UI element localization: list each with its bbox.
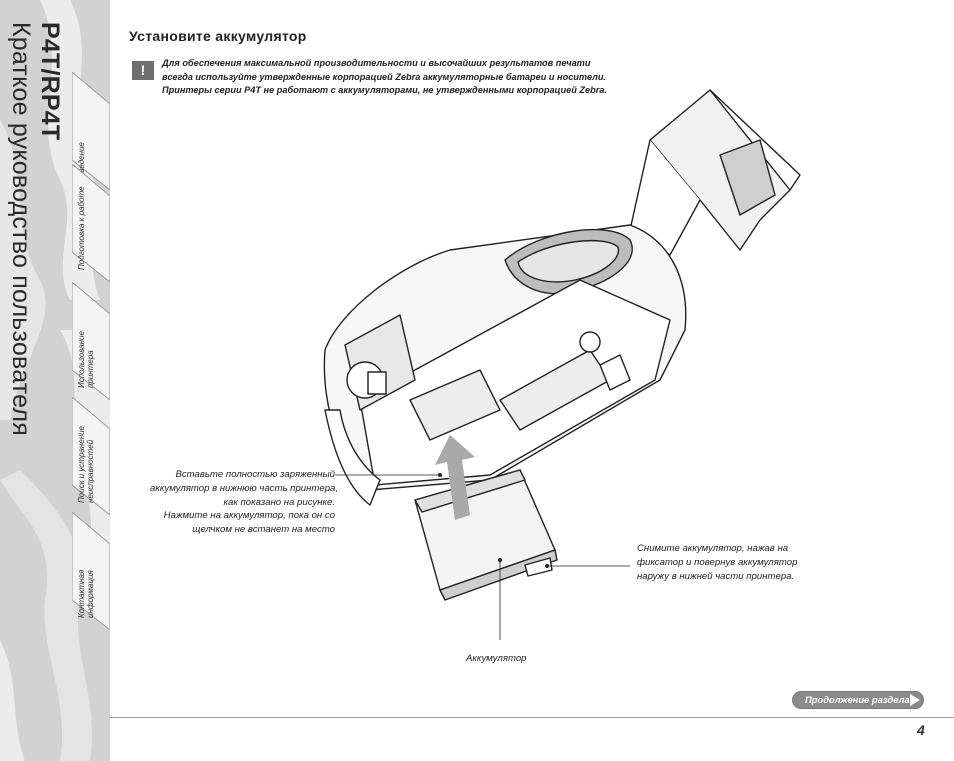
- exclamation-icon: !: [132, 61, 154, 80]
- guide-title: Краткое руководство пользователя: [7, 22, 35, 436]
- tab-getting-started[interactable]: Подготовка к работе: [72, 164, 110, 282]
- page-number: 4: [917, 722, 925, 738]
- document-title: P4T/RP4T Краткое руководство пользовател…: [0, 0, 110, 761]
- compatibility-notice: Для обеспечения максимальной производите…: [162, 58, 607, 95]
- tab-introduction[interactable]: Введение: [72, 72, 110, 190]
- battery-label: Аккумулятор: [466, 653, 527, 664]
- model-name: P4T/RP4T: [36, 22, 64, 141]
- sidebar: P4T/RP4T Краткое руководство пользовател…: [0, 0, 110, 761]
- section-heading: Установите аккумулятор: [129, 28, 307, 44]
- insert-battery-callout: Вставьте полностью заряженный аккумулято…: [150, 469, 339, 536]
- insert-arrow: [435, 435, 475, 520]
- printer-battery-illustration: [323, 89, 801, 640]
- footer-divider: [110, 717, 954, 718]
- play-arrow-icon: [910, 694, 920, 706]
- remove-battery-callout: Снимите аккумулятор, нажав на фиксатор и…: [637, 543, 798, 582]
- continue-section-button[interactable]: Продолжение раздела: [792, 691, 924, 709]
